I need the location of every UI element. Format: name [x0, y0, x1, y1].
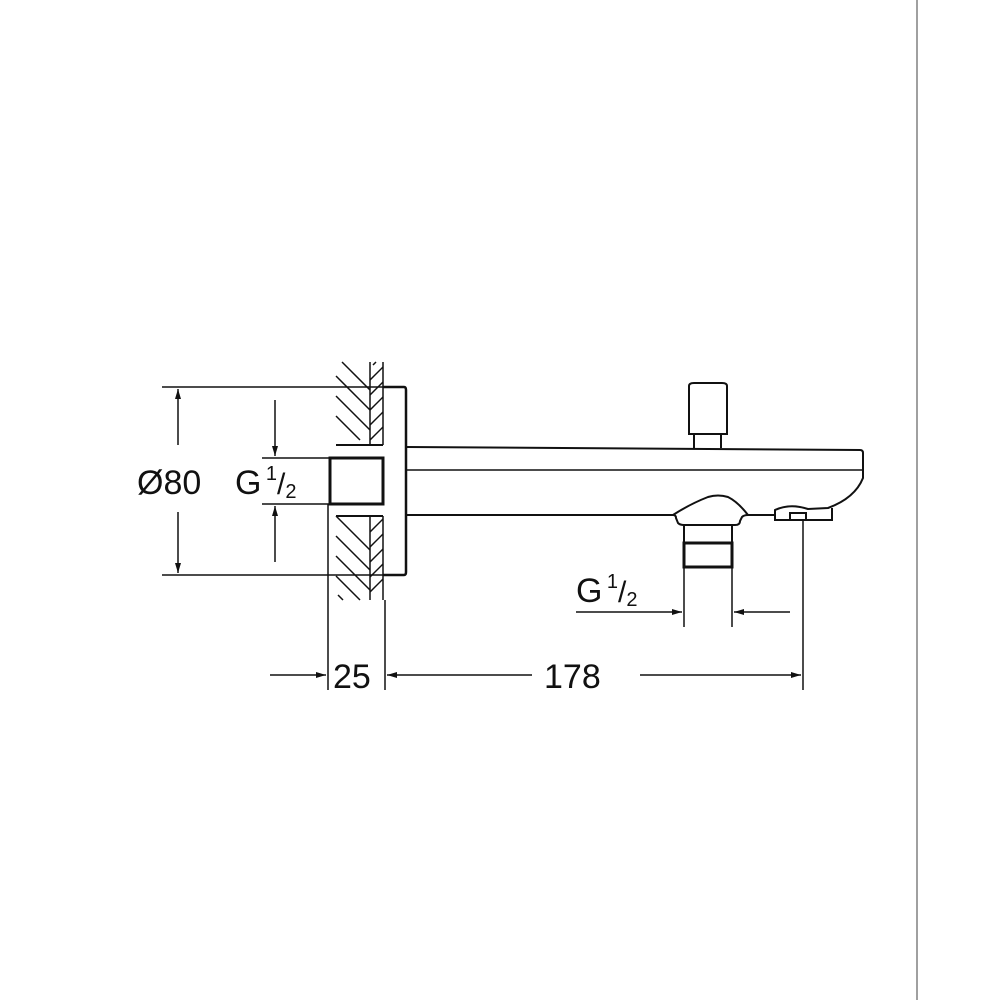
- wall-rosette: [383, 385, 408, 577]
- diverter-knob: [688, 382, 728, 448]
- projection-value-label: 25: [333, 658, 371, 696]
- inlet-thread-slash: /: [277, 468, 286, 501]
- extension-lines: [327, 504, 804, 690]
- spout-body: [405, 446, 864, 526]
- outlet-thread-slash: /: [618, 576, 627, 609]
- inlet-thread-numerator: 1: [265, 463, 278, 485]
- diameter-label: Ø80: [137, 466, 201, 500]
- length-value-label: 178: [544, 658, 601, 696]
- wall-section-upper: [335, 361, 384, 446]
- outlet-thread-denominator: 2: [626, 589, 638, 611]
- diameter-symbol: Ø: [137, 464, 164, 502]
- inlet-thread-dimension: [262, 400, 330, 562]
- diameter-dimension: [162, 386, 383, 576]
- inlet-connector: [328, 456, 385, 506]
- inlet-thread-label: G 1/2: [235, 463, 297, 503]
- inlet-thread-prefix: G: [235, 464, 262, 502]
- outlet-thread-numerator: 1: [606, 571, 619, 593]
- outlet-connector: [682, 524, 734, 627]
- page-separator-line: [916, 0, 918, 1000]
- diameter-value: 80: [163, 464, 202, 502]
- outlet-thread-prefix: G: [576, 572, 603, 610]
- inlet-thread-denominator: 2: [285, 481, 297, 503]
- wall-section-lower: [335, 515, 384, 601]
- outlet-thread-label: G 1/2: [576, 571, 638, 611]
